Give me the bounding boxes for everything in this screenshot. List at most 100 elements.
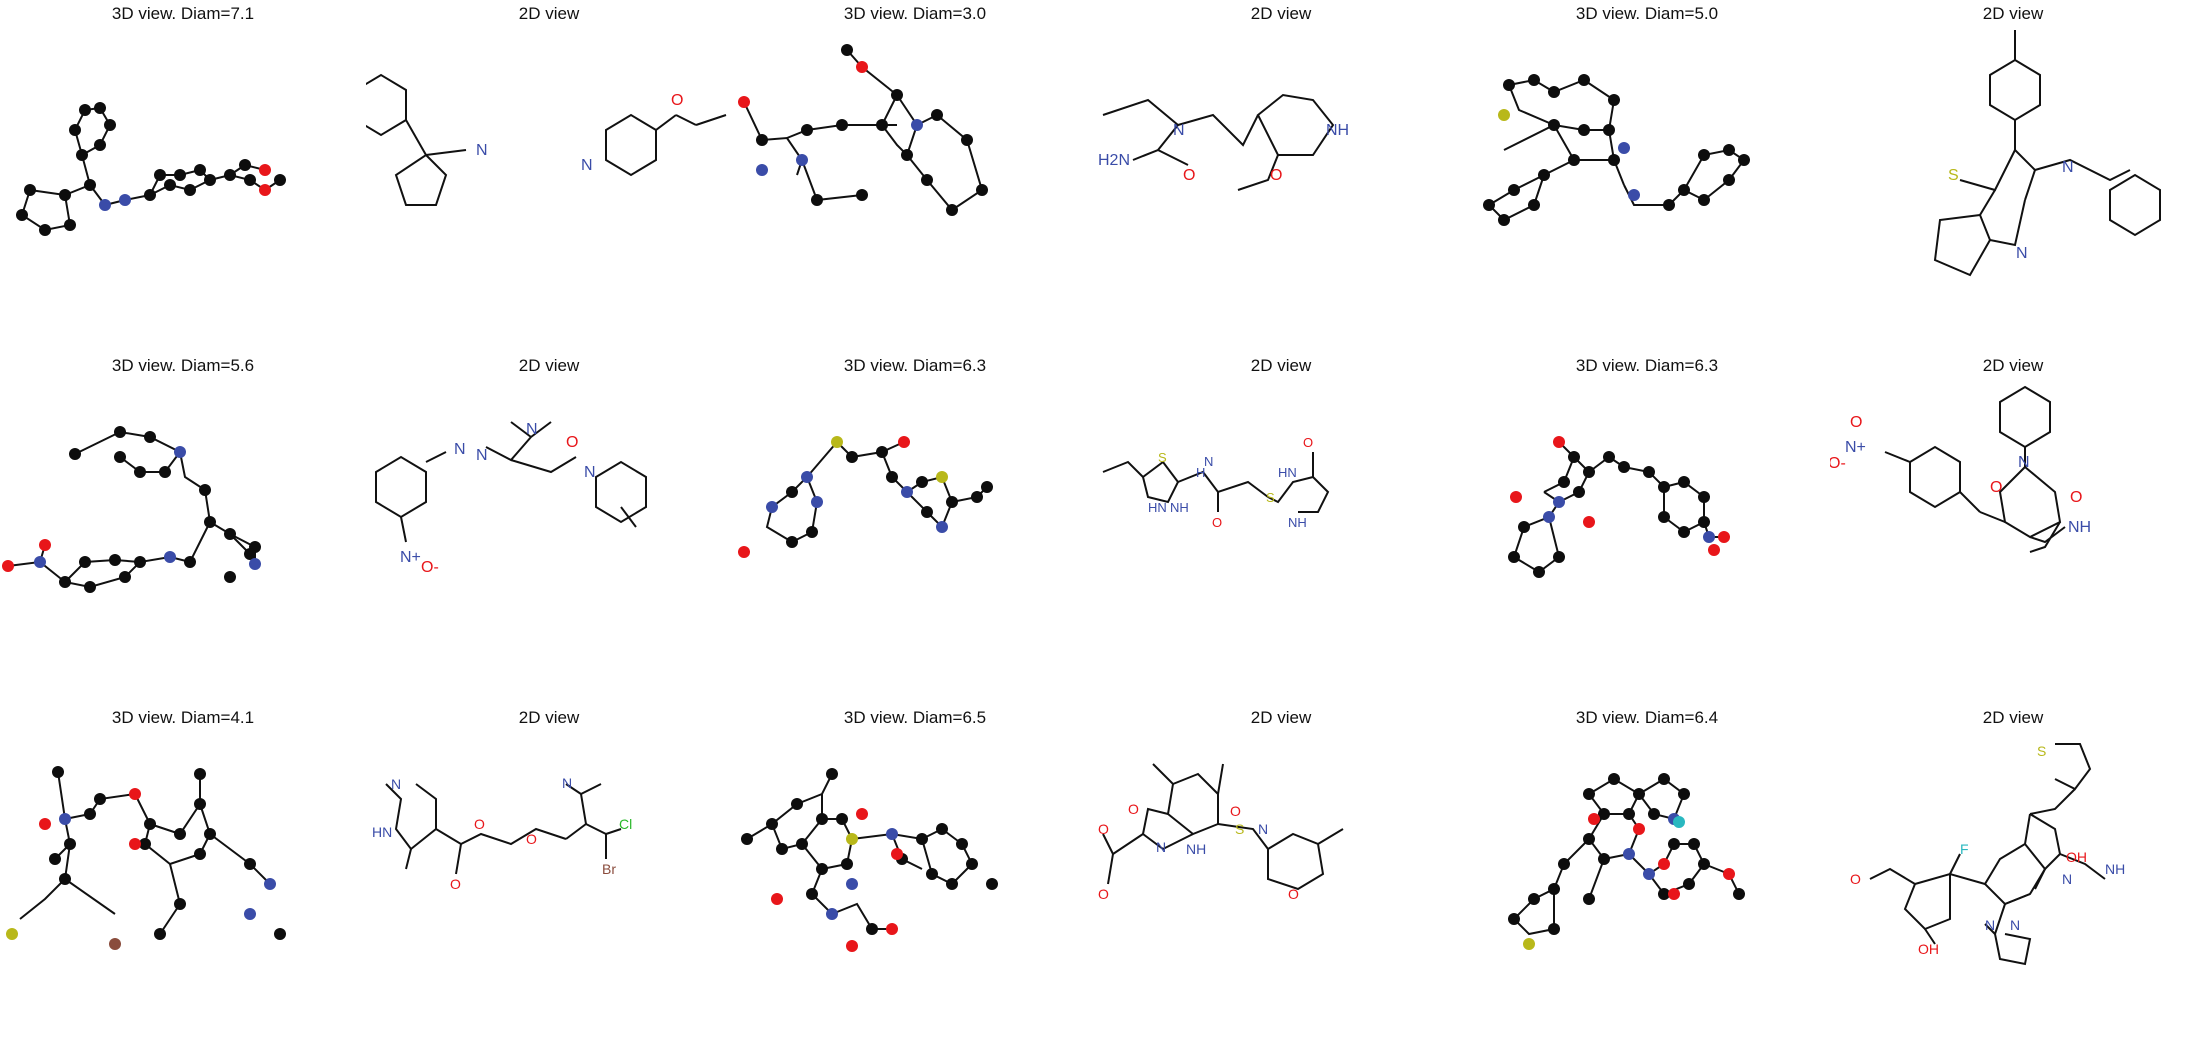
atom-label: O (671, 92, 683, 109)
atom-label: O (1303, 435, 1313, 450)
atom-label: O (1270, 167, 1282, 184)
panel-2d-7: 2D view N HN N O O O Cl Br (366, 704, 732, 1056)
atom-label: S (1158, 450, 1167, 465)
atom-label: O- (421, 559, 439, 576)
panel-title: 3D view. Diam=6.4 (1575, 708, 1719, 727)
atom-label: NH (1326, 122, 1349, 139)
panel-title: 2D view (1982, 4, 2044, 23)
panel-title: 3D view. Diam=7.1 (111, 4, 255, 23)
atom-label: O (1183, 167, 1195, 184)
atom-label: Br (602, 861, 616, 877)
molecule-3d-drawing (741, 768, 998, 952)
atom-label: N (1985, 917, 1995, 933)
molecule-3d-drawing (738, 436, 993, 558)
atom-label: N (2016, 245, 2028, 262)
panel-title: 3D view. Diam=5.6 (111, 356, 255, 375)
molecule-3d-drawing (1483, 74, 1750, 226)
atom-label: O (1288, 886, 1299, 902)
atom-label: NH (1170, 500, 1189, 515)
atom-label: OH (2066, 849, 2087, 865)
molecule-2d-drawing: N N N O N N+ O- (375, 421, 647, 576)
atom-label: N (581, 157, 593, 174)
molecule-3d-drawing (738, 44, 988, 216)
atom-label: O (1098, 821, 1109, 837)
panel-title: 3D view. Diam=3.0 (843, 4, 987, 23)
panel-title: 3D view. Diam=4.1 (111, 708, 255, 727)
panel-2d-5: 2D view S HN NH H N O S HN NH O (1098, 352, 1464, 704)
atom-label: S (1948, 167, 1959, 184)
panel-2d-9: 2D view S O F OH N NH (1830, 704, 2195, 1056)
atom-label: O (474, 816, 485, 832)
atom-label: N (1204, 454, 1213, 469)
atom-label: HN (372, 824, 392, 840)
panel-title: 2D view (518, 356, 580, 375)
panel-2d-6: 2D view N+ O- O N O NH O (1830, 352, 2195, 704)
atom-label: N (2062, 159, 2074, 176)
molecule-2d-drawing: S O F OH N NH OH N N (1850, 743, 2125, 966)
molecule-3d-drawing (1508, 436, 1730, 578)
atom-label: N (476, 142, 488, 159)
atom-label: N (562, 775, 572, 791)
atom-label: N (1156, 839, 1166, 855)
atom-label: O- (1830, 455, 1846, 472)
atom-label: NH (2105, 861, 2125, 877)
atom-label: O (1212, 515, 1222, 530)
molecule-3d-drawing (1508, 773, 1745, 950)
atom-label: H2N (1098, 152, 1130, 169)
atom-label: HN (1148, 500, 1167, 515)
atom-label: N (526, 421, 538, 438)
atom-label: NH (1186, 841, 1206, 857)
atom-label: NH (2068, 519, 2091, 536)
atom-label: O (566, 434, 578, 451)
atom-label: S (2037, 743, 2046, 759)
atom-label: O (526, 831, 537, 847)
atom-label: N (2010, 917, 2020, 933)
panel-title: 3D view. Diam=6.5 (843, 708, 987, 727)
panel-2d-3: 2D view S N N (1830, 0, 2195, 352)
molecule-3d-drawing (2, 426, 261, 593)
atom-label: N+ (1845, 439, 1866, 456)
panel-title: 2D view (518, 4, 580, 23)
atom-label: OH (1918, 941, 1939, 957)
panel-title: 3D view. Diam=6.3 (1575, 356, 1719, 375)
panel-title: 2D view (518, 708, 580, 727)
molecule-2d-drawing: N HN N O O O Cl Br (372, 775, 632, 892)
atom-label: O (1098, 886, 1109, 902)
panel-3d-8: 3D view. Diam=6.5 (732, 704, 1098, 1056)
panel-title: 2D view (1250, 708, 1312, 727)
atom-label: O (450, 876, 461, 892)
molecule-3d-drawing (6, 766, 286, 950)
panel-3d-9: 3D view. Diam=6.4 (1464, 704, 1830, 1056)
panel-3d-7: 3D view. Diam=4.1 (0, 704, 366, 1056)
atom-label: N+ (400, 549, 421, 566)
atom-label: N (476, 447, 488, 464)
panel-title: 2D view (1982, 356, 2044, 375)
panel-2d-1: 2D view N N O (366, 0, 732, 352)
panel-2d-4: 2D view N N N O N N+ O- (366, 352, 732, 704)
panel-3d-4: 3D view. Diam=5.6 (0, 352, 366, 704)
atom-label: H (1196, 465, 1205, 480)
panel-title: 3D view. Diam=6.3 (843, 356, 987, 375)
atom-label: N (1173, 122, 1185, 139)
panel-title: 2D view (1250, 356, 1312, 375)
atom-label: N (584, 464, 596, 481)
atom-label: NH (1288, 515, 1307, 530)
molecule-2d-drawing: N N O (366, 73, 727, 206)
atom-label: F (1960, 841, 1969, 857)
panel-3d-2: 3D view. Diam=3.0 (732, 0, 1098, 352)
atom-label: N (1258, 821, 1268, 837)
panel-2d-2: 2D view N H2N O NH O (1098, 0, 1464, 352)
molecule-2d-drawing: S N N (1933, 30, 2161, 277)
atom-label: S (1266, 490, 1275, 505)
atom-label: N (2062, 871, 2072, 887)
atom-label: HN (1278, 465, 1297, 480)
atom-label: N (454, 441, 466, 458)
molecule-2d-drawing: N H2N O NH O (1098, 93, 1349, 191)
atom-label: Cl (619, 816, 632, 832)
atom-label: O (1128, 801, 1139, 817)
atom-label: O (1230, 803, 1241, 819)
atom-label: S (1235, 821, 1244, 837)
panel-3d-6: 3D view. Diam=6.3 (1464, 352, 1830, 704)
panel-title: 2D view (1982, 708, 2044, 727)
